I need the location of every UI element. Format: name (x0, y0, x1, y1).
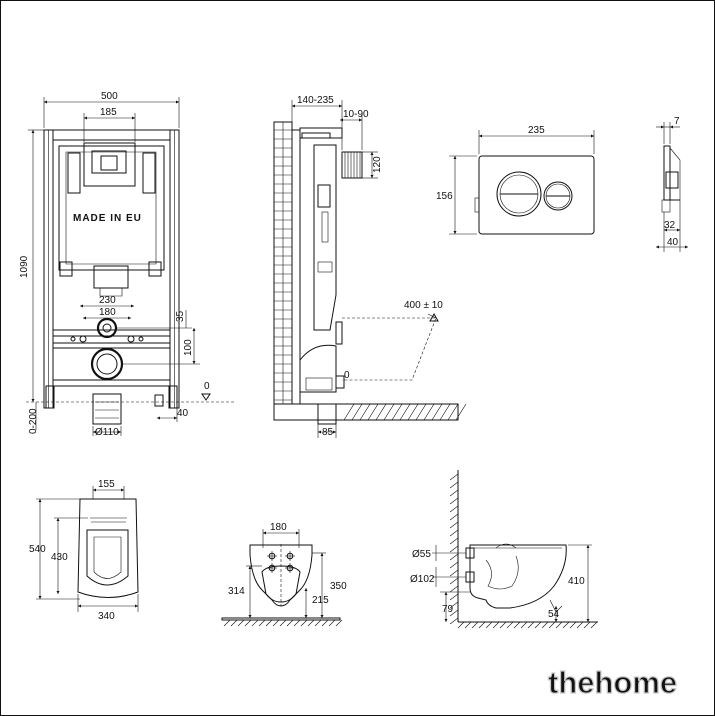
dim-stud-spacing: 180 (99, 307, 116, 318)
frame-side-dimensions: 140-235 10-90 120 400 ± 10 0 85 (291, 95, 443, 438)
flush-plate-front-view (474, 155, 595, 235)
dim-floor-zero: 0 (204, 381, 210, 392)
dim-offset-35: 35 (175, 310, 186, 322)
dim-flush-plate-width: 185 (100, 107, 117, 118)
dim-bowl-top-width: 155 (98, 479, 115, 490)
dim-bowl-inner: 430 (51, 552, 68, 563)
dim-side-54: 54 (548, 609, 560, 620)
dim-side-depth: 140-235 (297, 95, 334, 106)
dim-foot-range: 0-200 (28, 408, 39, 434)
dim-bowl-reach: 400 ± 10 (404, 300, 443, 311)
watermark-logo: thehome (548, 665, 677, 700)
dim-frame-width: 500 (101, 91, 118, 102)
dim-side-d55: Ø55 (412, 549, 431, 560)
dim-offset-100: 100 (183, 339, 194, 356)
frame-side-view (273, 121, 467, 425)
bowl-side-dimensions: Ø55 Ø102 410 79 54 (410, 544, 592, 622)
dim-plate-depth-40: 40 (667, 237, 679, 248)
bowl-top-dimensions: 155 540 430 340 (29, 479, 139, 622)
flush-plate-side-dimensions: 7 32 40 (656, 116, 688, 252)
bowl-back-dimensions: 180 314 350 215 (228, 522, 347, 618)
dim-bowl-width: 340 (98, 611, 115, 622)
dim-side-offset: 10-90 (343, 109, 369, 120)
dim-side-bottom: 85 (322, 427, 334, 438)
dim-foot-40: 40 (177, 408, 189, 419)
bowl-top-view (77, 498, 139, 598)
dim-back-215: 215 (312, 595, 329, 606)
dim-side-height: 410 (568, 576, 585, 587)
dim-bolt-spacing: 180 (270, 522, 287, 533)
dim-plate-thickness: 7 (674, 116, 680, 127)
dim-side-d102: Ø102 (410, 574, 435, 585)
dim-back-350: 350 (330, 581, 347, 592)
frame-front-view: MADE IN EU (26, 129, 236, 425)
flush-plate-side-view (661, 145, 681, 213)
dim-drain-diameter: Ø110 (95, 427, 119, 438)
dim-frame-height: 1090 (19, 255, 30, 278)
flush-plate-dimensions: 235 156 (436, 125, 595, 235)
dim-plate-height: 156 (436, 191, 453, 202)
made-in-eu-stamp: MADE IN EU (73, 213, 142, 224)
dim-plate-depth-32: 32 (664, 220, 676, 231)
dim-plate-width: 235 (528, 125, 545, 136)
bowl-side-view (449, 470, 598, 629)
dim-bowl-length: 540 (29, 544, 46, 555)
frame-front-dimensions: 500 185 1090 230 180 35 100 0 0-200 40 (19, 91, 211, 438)
dim-side-floor-zero: 0 (344, 370, 350, 381)
dim-side-79: 79 (442, 604, 454, 615)
dim-back-314: 314 (228, 586, 245, 597)
bowl-back-view (221, 544, 343, 627)
dim-side-inlet: 120 (372, 156, 383, 173)
dim-pipe-spacing: 230 (99, 295, 116, 306)
